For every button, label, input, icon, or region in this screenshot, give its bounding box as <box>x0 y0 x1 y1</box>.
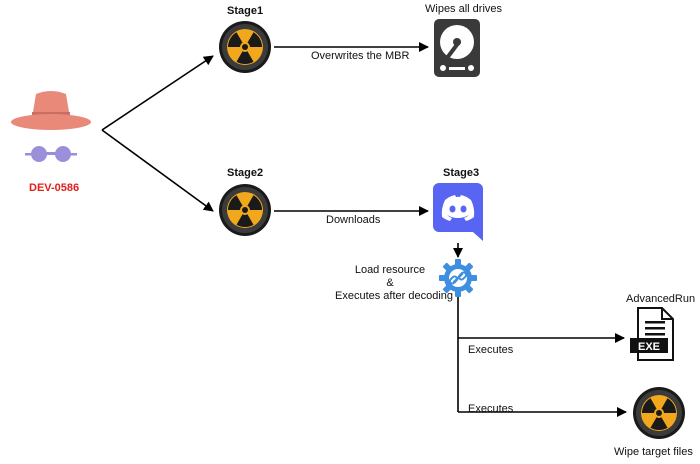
stage1-title: Stage1 <box>227 5 264 17</box>
edge-label-mbr: Overwrites the MBR <box>311 50 410 62</box>
gear-link-icon <box>439 259 477 297</box>
advancedrun-label: AdvancedRun <box>626 293 696 305</box>
decoder-node <box>438 258 478 303</box>
exe-badge: EXE <box>638 341 660 353</box>
actor-name: DEV-0586 <box>29 182 80 194</box>
radiation-icon <box>219 21 271 73</box>
wiper-label: Wipe target files <box>614 446 693 458</box>
stage1-node <box>218 20 272 79</box>
load-resource-label: Load resource & Executes after decoding <box>335 264 454 303</box>
load-line-3: Executes after decoding <box>335 290 454 302</box>
arrow-actor-stage1 <box>101 55 214 131</box>
wiper-node <box>632 386 686 445</box>
drives-label: Wipes all drives <box>425 3 503 15</box>
stage3-title: Stage3 <box>443 167 480 179</box>
edge-label-downloads: Downloads <box>326 214 381 226</box>
stage2-node <box>218 183 272 242</box>
stage3-node <box>433 183 483 246</box>
advancedrun-node: EXE <box>628 307 678 366</box>
load-line-2: & <box>386 277 394 289</box>
edge-label-executes-2: Executes <box>468 403 514 415</box>
stage2-title: Stage2 <box>227 167 264 179</box>
arrow-actor-stage2 <box>101 129 214 212</box>
exe-file-icon: EXE <box>630 307 674 361</box>
drives-node <box>433 18 481 83</box>
discord-icon <box>433 183 483 241</box>
threat-actor <box>10 88 92 179</box>
hard-drive-icon <box>434 19 480 77</box>
hacker-hat-glasses-icon <box>11 91 91 162</box>
radiation-icon <box>219 184 271 236</box>
load-line-1: Load resource <box>354 264 426 276</box>
radiation-icon <box>633 387 685 439</box>
edge-label-executes-1: Executes <box>468 344 514 356</box>
